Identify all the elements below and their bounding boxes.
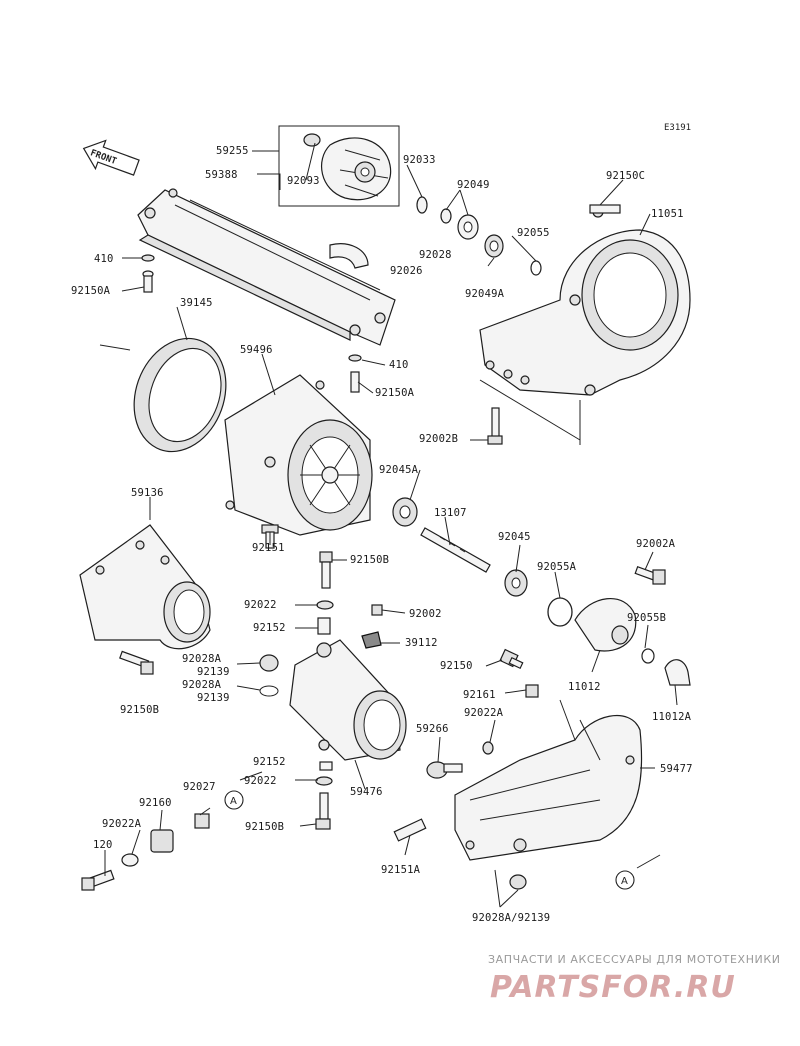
washer-92022A-b: [121, 853, 139, 867]
part-label: 92160: [139, 797, 172, 809]
part-label: 11012A: [652, 711, 692, 723]
drive-shaft: [420, 527, 491, 573]
center-stack: [316, 551, 383, 649]
o-ring-92055A: [547, 597, 573, 627]
part-label: 92055A: [537, 561, 577, 573]
cap-11012A: [664, 659, 691, 686]
nozzle-59136: [79, 524, 211, 650]
pump-housing: [479, 204, 691, 396]
part-label: 92150A: [375, 387, 415, 399]
part-label: 92022A: [464, 707, 504, 719]
part-label: 59388: [205, 169, 238, 181]
part-label: 92151A: [381, 864, 421, 876]
part-label: 92045: [498, 531, 531, 543]
part-label: 92028A: [182, 653, 222, 665]
washer-92022A: [482, 741, 494, 755]
part-label: 120: [93, 839, 113, 851]
part-labels: 59255 59388 92093 92033 92049 92028 9202…: [71, 145, 693, 924]
part-label: 39112: [405, 637, 438, 649]
callout-a-2-label: A: [621, 876, 628, 887]
part-label: 13107: [434, 507, 467, 519]
part-label: 92152: [253, 756, 286, 768]
part-label: 39145: [180, 297, 213, 309]
part-label: 92150B: [120, 704, 159, 716]
bottom-stack: [315, 761, 333, 830]
part-label: 92151: [252, 542, 285, 554]
part-label: 92150A: [71, 285, 111, 297]
part-label: 92161: [463, 689, 496, 701]
bolt-92002A: [634, 565, 666, 585]
part-label: 92022A: [102, 818, 142, 830]
part-label: 92002: [409, 608, 442, 620]
watermark: ЗАПЧАСТИ И АКСЕССУАРЫ ДЛЯ МОТОТЕХНИКИ PA…: [488, 953, 781, 1005]
bolt-410: [141, 254, 155, 293]
part-label: 92045A: [379, 464, 419, 476]
part-label: 92028A/92139: [472, 912, 550, 924]
pump-body: [224, 374, 373, 536]
pump-cover-plate: [137, 188, 396, 346]
part-label: 92055B: [627, 612, 666, 624]
o-ring-92055B: [641, 648, 655, 664]
part-label: 11012: [568, 681, 601, 693]
watermark-logo: PARTSFOR.RU: [490, 970, 736, 1005]
watermark-tagline: ЗАПЧАСТИ И АКСЕССУАРЫ ДЛЯ МОТОТЕХНИКИ: [488, 953, 781, 966]
bolt-92150: [499, 648, 524, 670]
cushion-92160: [150, 829, 174, 853]
part-label: 92055: [517, 227, 550, 239]
bolt-92150B-a: [119, 650, 154, 675]
bolt-410-b: [348, 354, 362, 393]
part-label: 92139: [197, 692, 230, 704]
callout-a-1-label: A: [230, 796, 237, 807]
part-label: 11051: [651, 208, 684, 220]
part-label: 92022: [244, 599, 277, 611]
bearing-92045: [504, 569, 528, 597]
part-label: 92049A: [465, 288, 505, 300]
part-label: 92139: [197, 666, 230, 678]
part-label: 92022: [244, 775, 277, 787]
part-label: 92026: [390, 265, 423, 277]
part-label: 92027: [183, 781, 216, 793]
bearing-92045A: [392, 497, 418, 527]
part-label: 59496: [240, 344, 273, 356]
part-label: 92002B: [419, 433, 458, 445]
reverse-bucket: [454, 714, 643, 861]
part-label: 92093: [287, 175, 320, 187]
part-label: 59266: [416, 723, 449, 735]
callout-a-2: A: [615, 870, 635, 890]
bearing-stack: [416, 196, 542, 276]
bolt-92151A: [393, 818, 427, 842]
washers-left: [259, 654, 279, 697]
part-label: 92028: [419, 249, 452, 261]
front-arrow-icon: FRONT: [82, 139, 140, 176]
part-label: 92028A: [182, 679, 222, 691]
part-label: 92033: [403, 154, 436, 166]
impeller-assembly: [278, 125, 400, 207]
part-label: 410: [94, 253, 114, 265]
part-label: 59476: [350, 786, 383, 798]
diagram-code: E3191: [664, 123, 691, 133]
part-label: 92002A: [636, 538, 676, 550]
part-label: 92152: [253, 622, 286, 634]
part-label: 410: [389, 359, 409, 371]
part-label: 92049: [457, 179, 490, 191]
steering-nozzle: [289, 639, 407, 761]
part-label: 92150C: [606, 170, 645, 182]
leader-lines: [99, 142, 678, 908]
part-label: 92150B: [245, 821, 284, 833]
part-label: 92150: [440, 660, 473, 672]
bolt-120: [81, 869, 115, 891]
part-label: 92150B: [350, 554, 389, 566]
bolt-92002B: [487, 407, 503, 445]
bolt-59266: [426, 761, 463, 779]
part-label: 59477: [660, 763, 693, 775]
seal-ring: [133, 337, 227, 453]
part-label: 59255: [216, 145, 249, 157]
part-label: 59136: [131, 487, 164, 499]
bushing-92161: [525, 684, 539, 698]
cap-11012: [574, 598, 637, 652]
washer-92028A-92139: [509, 874, 527, 890]
bushing-92027: [194, 813, 210, 829]
callout-a-1: A: [224, 790, 244, 810]
